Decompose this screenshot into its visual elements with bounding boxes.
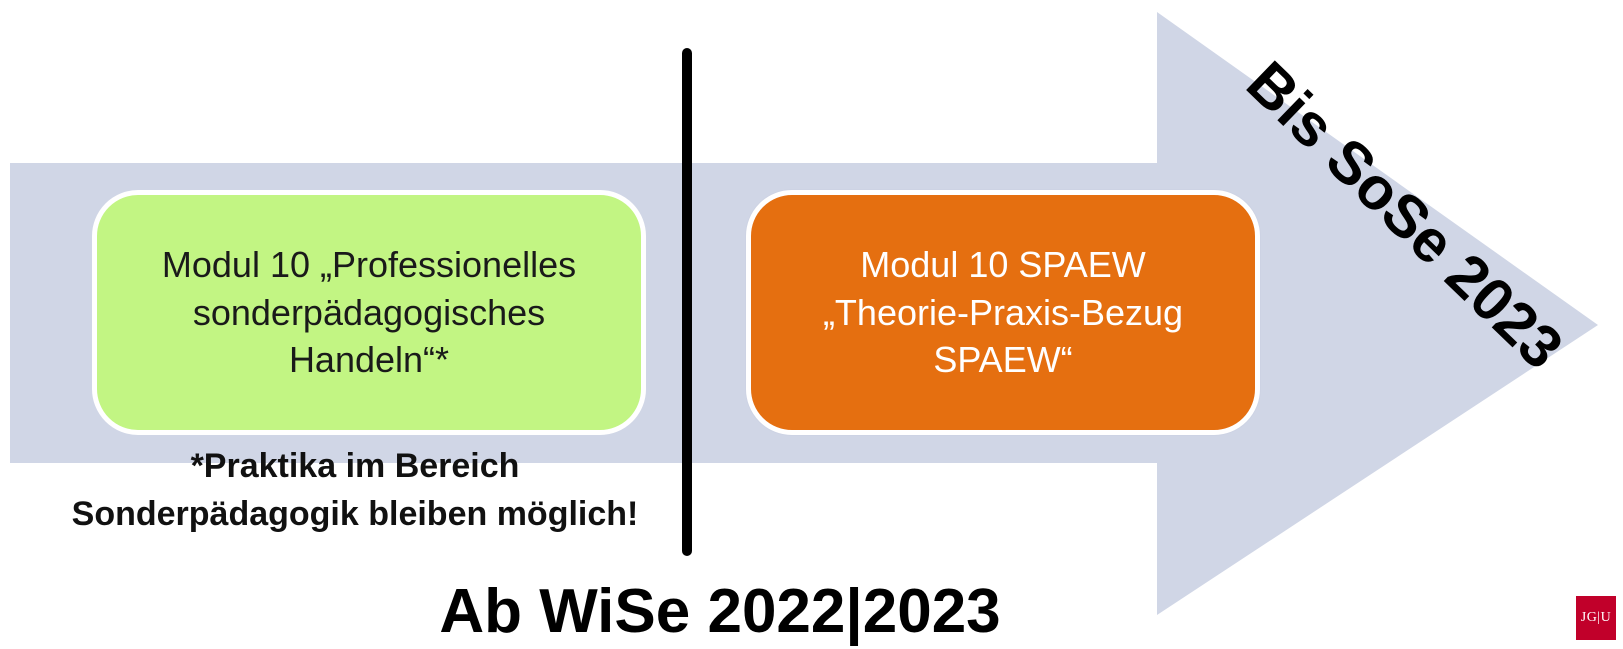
footnote-line-1: *Praktika im Bereich xyxy=(190,447,520,485)
module-box-left-line-2: sonderpädagogisches xyxy=(192,291,546,333)
bottom-title: Ab WiSe 2022|2023 xyxy=(439,577,1001,646)
module-box-right-line-1: Modul 10 SPAEW xyxy=(860,243,1146,285)
module-box-right-line-2: „Theorie-Praxis-Bezug xyxy=(822,291,1184,333)
module-box-right-line-3: SPAEW“ xyxy=(933,339,1073,381)
module-box-right: Modul 10 SPAEW „Theorie-Praxis-Bezug SPA… xyxy=(746,190,1260,435)
jgu-logo: JG|U xyxy=(1576,596,1616,640)
module-box-left-line-3: Handeln“* xyxy=(288,339,450,381)
module-box-left: Modul 10 „Professionelles sonderpädagogi… xyxy=(92,190,646,435)
divider-line xyxy=(682,48,692,556)
footnote-line-2: Sonderpädagogik bleiben möglich! xyxy=(71,494,639,533)
footnote: *Praktika im Bereich Sonderpädagogik ble… xyxy=(20,443,690,538)
module-box-left-line-1: Modul 10 „Professionelles xyxy=(161,243,577,285)
